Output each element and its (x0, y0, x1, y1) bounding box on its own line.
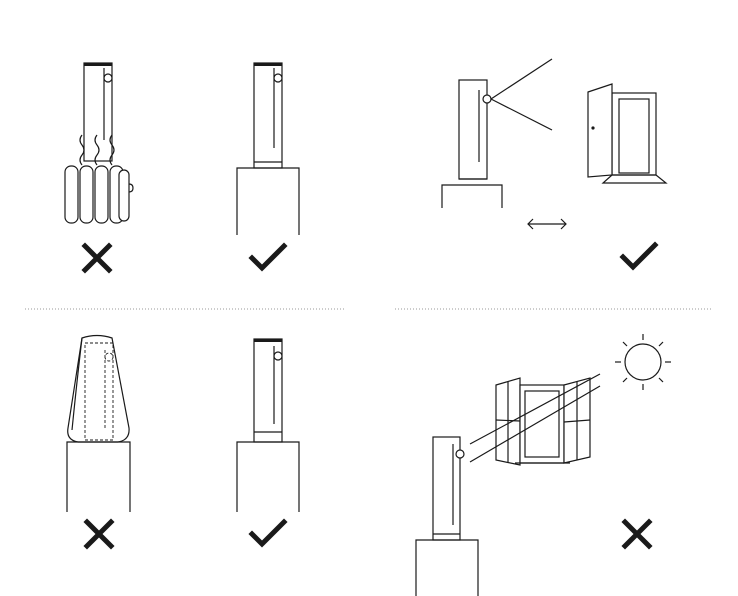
stand-surface (416, 540, 478, 596)
sun-icon (615, 334, 671, 390)
stand-surface (67, 442, 130, 512)
check-mark-icon (252, 246, 284, 268)
distance-arrow-icon (528, 219, 566, 229)
stand-surface (237, 168, 299, 235)
panel-uncovered (237, 339, 299, 544)
cover-cloth (68, 336, 129, 443)
panel-facing-window-sunlight (416, 334, 671, 596)
camera-device (254, 63, 282, 168)
camera-device (459, 80, 491, 179)
field-of-view-lines (491, 59, 552, 130)
check-mark-icon (252, 522, 284, 544)
camera-device (254, 339, 282, 442)
cross-mark-icon (85, 246, 109, 270)
cross-mark-icon (625, 522, 649, 546)
check-mark-icon (623, 245, 655, 267)
panel-facing-door (442, 59, 666, 267)
window-icon (496, 378, 590, 465)
door-icon (588, 84, 666, 183)
camera-device (433, 437, 464, 540)
panel-heat-source (65, 63, 133, 270)
cross-mark-icon (87, 522, 111, 546)
stand-surface (442, 185, 502, 208)
stand-surface (237, 442, 299, 512)
panel-flat-surface (237, 63, 299, 268)
radiator-icon (65, 166, 133, 223)
panel-covered (67, 336, 130, 547)
